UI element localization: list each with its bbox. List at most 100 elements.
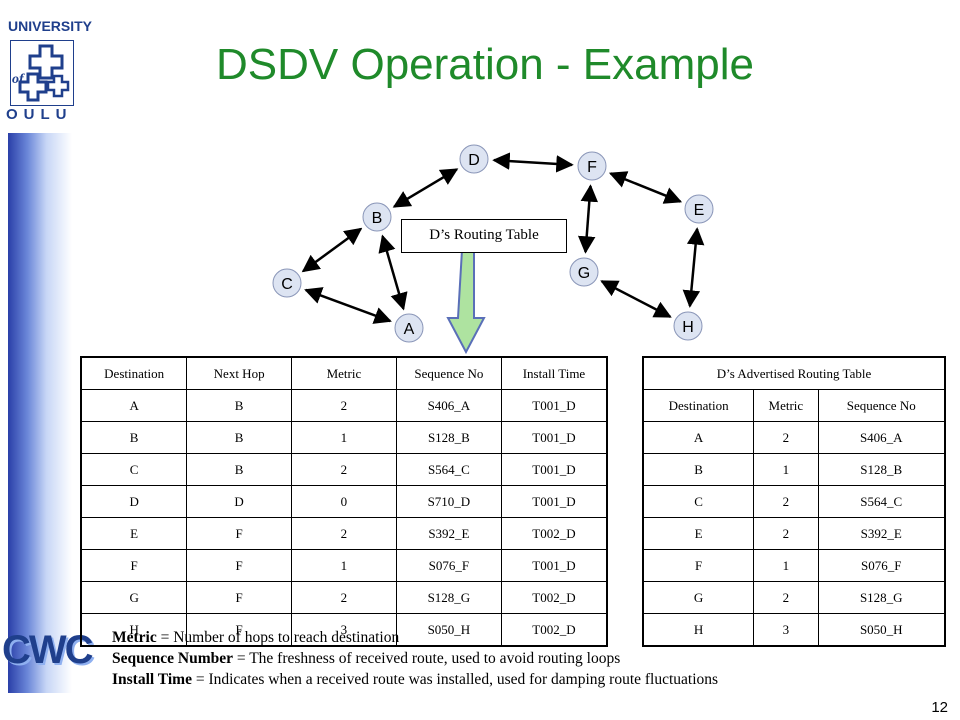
table-cell: B [186,389,292,422]
node-circle [569,257,599,287]
node-label: A [404,321,415,338]
table-cell: F [186,517,292,550]
table-cell: 2 [753,421,819,454]
table-cell: S050_H [395,613,502,647]
table-title-row: D’s Advertised Routing Table [642,356,946,390]
table-cell: G [80,581,188,614]
node-circle [577,151,607,181]
table-cell: D [80,485,188,518]
node-circle [394,313,424,343]
node-circle [459,144,489,174]
table-cell: S050_H [817,613,946,647]
node-F: F [577,151,607,181]
table-cell: 2 [290,517,397,550]
edge-B-A [378,234,408,311]
table-cell: 3 [290,613,397,647]
table-cell: F [642,549,755,582]
table-cell: S406_A [817,421,946,454]
table-cell: 2 [290,453,397,486]
legend-text: = Indicates when a received route was in… [191,671,719,688]
table-cell: F [186,613,292,647]
legend-term: Metric [112,629,157,646]
table-cell: S564_C [395,453,502,486]
table-cell: S076_F [395,549,502,582]
table-cell: T001_D [500,389,608,422]
table-cell: T001_D [500,485,608,518]
table-cell: C [80,453,188,486]
table-cell: 0 [290,485,397,518]
table-cell: T001_D [500,453,608,486]
table-cell: 3 [753,613,819,647]
table-cell: 2 [753,581,819,614]
edges-layer [301,152,705,324]
node-B: B [362,202,392,232]
table-cell: G [642,581,755,614]
slide-title: DSDV Operation - Example [216,40,754,89]
table-cell: Metric [753,389,819,422]
legend-item: Install Time = Indicates when a received… [112,669,718,690]
node-D: D [459,144,489,174]
table-cell: S710_D [395,485,502,518]
table-cell: 2 [290,581,397,614]
node-label: E [694,202,705,219]
edge-F-E [608,171,683,204]
table-cell: 1 [290,421,397,454]
table-cell: H [642,613,755,647]
university-logo-icon [10,40,74,106]
advertised-table-title: D’s Advertised Routing Table [642,356,946,390]
table-cell: S406_A [395,389,502,422]
table-cell: C [642,485,755,518]
edge-D-B [392,168,459,208]
node-G: G [569,257,599,287]
table-cell: S128_G [817,581,946,614]
node-E: E [684,194,714,224]
node-label: F [587,159,597,176]
table-cell: F [186,581,292,614]
node-C: C [272,268,302,298]
table-cell: Install Time [500,356,608,390]
legend-text: = Number of hops to reach destination [156,629,400,646]
node-A: A [394,313,424,343]
table-cell: 1 [753,453,819,486]
table-cell: T001_D [500,549,608,582]
table-cell: T001_D [500,421,608,454]
edge-E-H [682,227,705,308]
table-cell: S128_B [817,453,946,486]
routing-table-label: D’s Routing Table [401,219,567,253]
node-label: G [578,265,590,282]
table-cell: 1 [753,549,819,582]
edge-B-C [301,227,363,273]
edge-C-A [304,287,392,324]
table-cell: A [642,421,755,454]
edge-D-F [492,152,574,173]
table-cell: S392_E [817,517,946,550]
table-cell: A [80,389,188,422]
table-cell: B [642,453,755,486]
table-cell: 2 [290,389,397,422]
node-circle [272,268,302,298]
table-cell: Metric [290,356,397,390]
table-cell: T002_D [500,581,608,614]
university-logo-bottom: OULU [6,106,73,123]
edge-G-H [600,280,672,318]
table-cell: B [80,421,188,454]
sidebar-gradient-bar [8,133,72,693]
node-label: B [372,210,383,227]
table-cell: S564_C [817,485,946,518]
legend-item: Metric = Number of hops to reach destina… [112,627,718,648]
table-cell: S392_E [395,517,502,550]
